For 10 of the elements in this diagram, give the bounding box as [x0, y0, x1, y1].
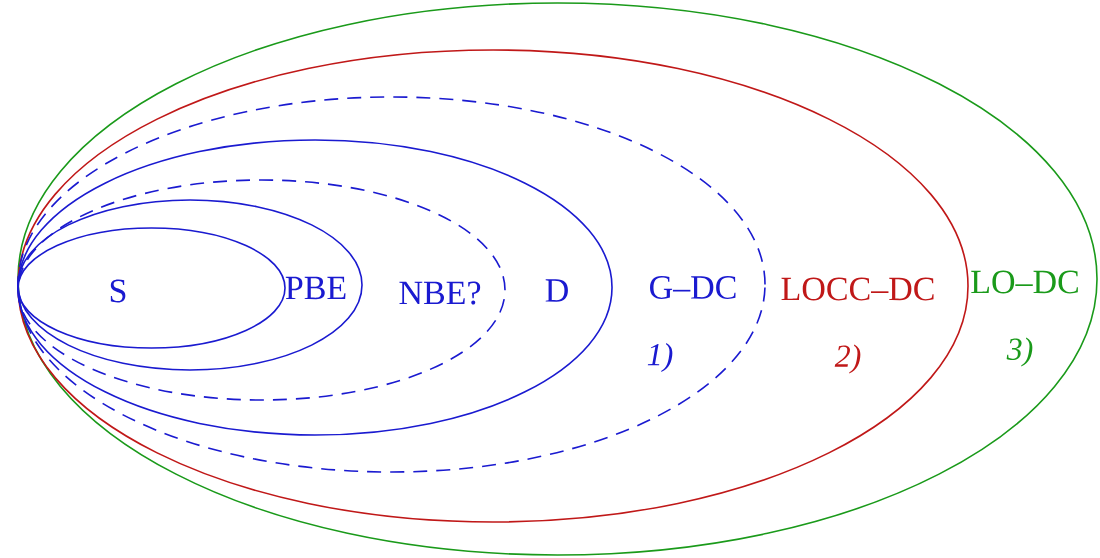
item-number: 2) — [834, 344, 861, 374]
set-label: LO–DC — [971, 270, 1078, 294]
item-number: 3) — [1006, 337, 1033, 367]
set-label: D — [545, 279, 568, 302]
set-label: NBE? — [399, 281, 481, 305]
set-label: G–DC — [650, 276, 736, 299]
item-number: 1) — [647, 343, 673, 372]
set-label: LOCC–DC — [781, 277, 934, 301]
set-label: S — [110, 279, 126, 303]
set-label: PBE — [285, 276, 346, 300]
